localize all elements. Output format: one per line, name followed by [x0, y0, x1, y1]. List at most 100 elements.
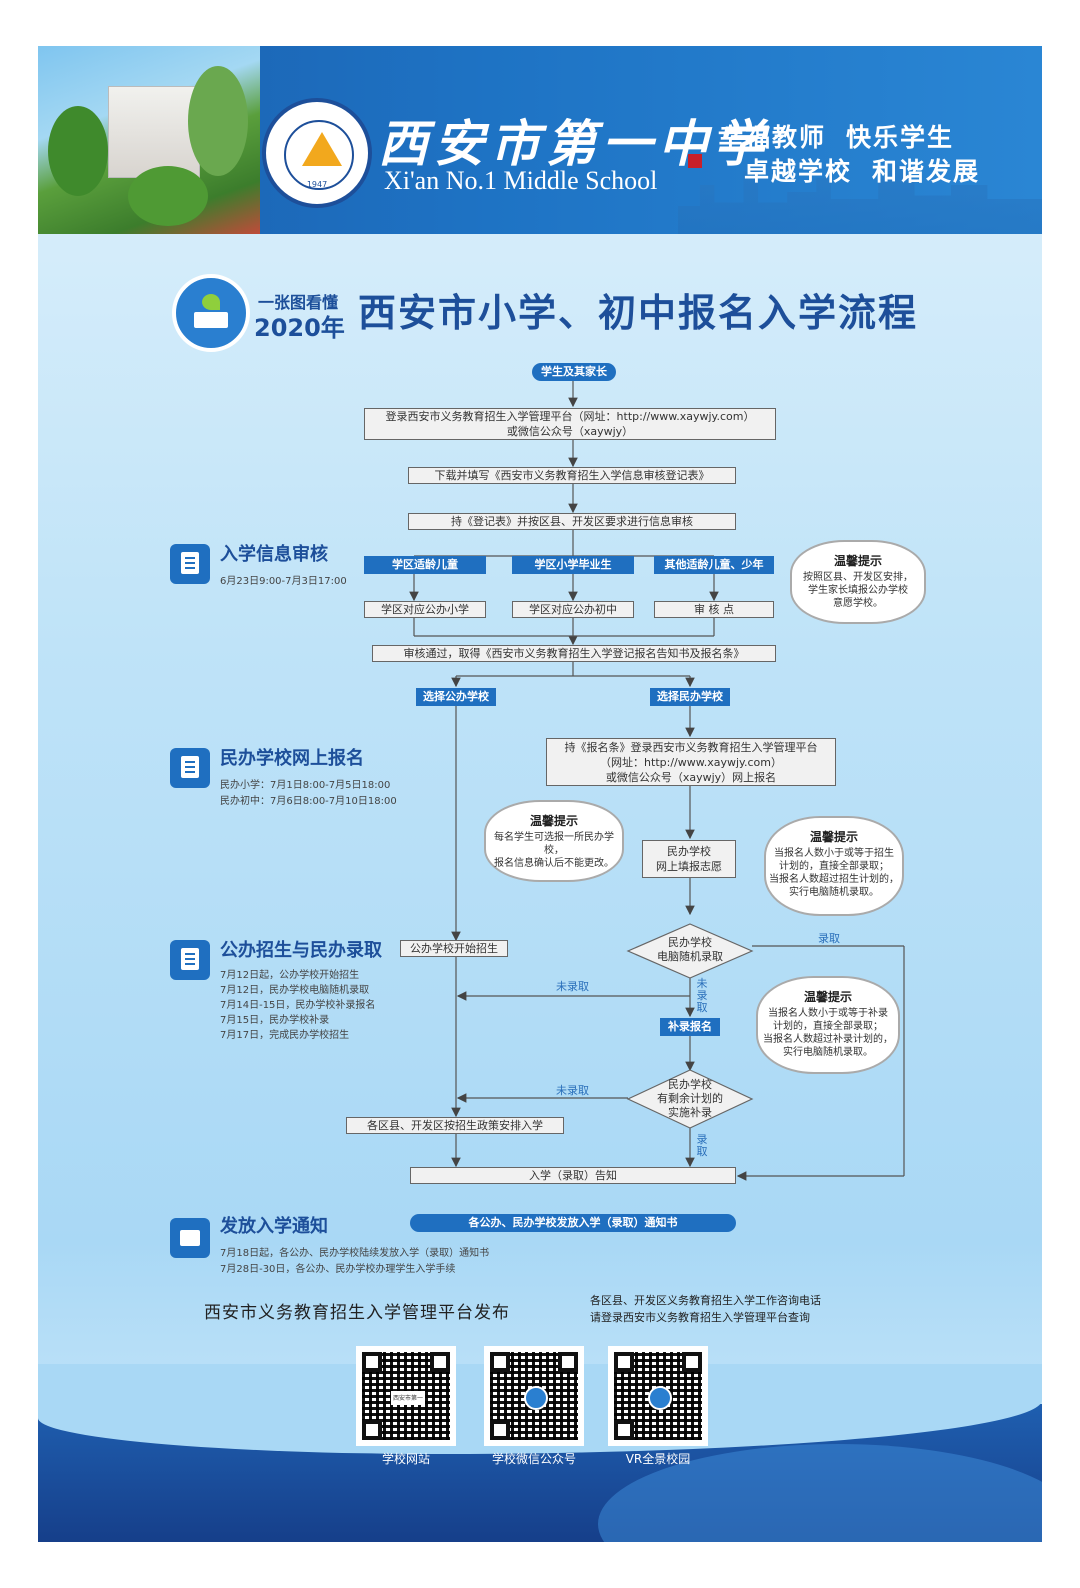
- qr-finder: [362, 1352, 382, 1372]
- seal-icon: [688, 154, 702, 168]
- title-small-line2: 2020年: [254, 314, 345, 342]
- flow-issue: 各公办、民办学校发放入学（录取）通知书: [410, 1214, 736, 1232]
- qr-center-label: 西安市第一中学: [391, 1391, 425, 1405]
- tip-cloud: 温馨提示 当报名人数小于或等于招生 计划的，直接全部录取； 当报名人数超过招生计…: [764, 816, 904, 916]
- logo-emblem-icon: [302, 132, 342, 166]
- qr-logo-icon: [524, 1386, 548, 1410]
- flow-private-login: 持《报名条》登录西安市义务教育招生入学管理平台 （网址：http://www.x…: [546, 738, 836, 786]
- section-line: 7月18日起，各公办、民办学校陆续发放入学（录取）通知书: [220, 1248, 490, 1259]
- header-banner: 1947 西安市第一中学 Xi'an No.1 Middle School 幸福…: [38, 46, 1042, 234]
- qr-pattern: 西安市第一中学: [362, 1352, 450, 1440]
- lottery-decision: [626, 923, 754, 979]
- qr-finder: [614, 1420, 634, 1440]
- document-list-icon: [170, 940, 210, 980]
- qr-finder: [490, 1352, 510, 1372]
- qr-pattern: [614, 1352, 702, 1440]
- slogan: 幸福教师: [718, 123, 827, 152]
- building-image: [108, 86, 200, 178]
- qr-code-vr[interactable]: [608, 1346, 708, 1446]
- tip-title: 温馨提示: [833, 554, 882, 568]
- section-title: 发放入学通知: [220, 1216, 328, 1237]
- tip-cloud: 温馨提示 按照区县、开发区安排， 学生家长填报公办学校 意愿学校。: [790, 540, 926, 624]
- section-line: 6月23日9:00-7月3日17:00: [220, 576, 347, 587]
- choose-private-tag: 选择民办学校: [650, 688, 730, 706]
- consult-line: 各区县、开发区义务教育招生入学工作咨询电话: [590, 1294, 821, 1307]
- supplement-tag: 补录报名: [660, 1018, 720, 1036]
- label-admitted: 录取: [818, 932, 840, 945]
- qr-finder: [362, 1420, 382, 1440]
- tree-image: [48, 106, 108, 196]
- tip-cloud: 温馨提示 当报名人数小于或等于补录 计划的，直接全部录取； 当报名人数超过补录计…: [756, 976, 900, 1074]
- slogan: 和谐发展: [872, 157, 981, 186]
- slogan: 快乐学生: [846, 123, 955, 152]
- qr-code-website[interactable]: 西安市第一中学: [356, 1346, 456, 1446]
- qr-label: VR全景校园: [625, 1452, 691, 1466]
- qr-logo-icon: [648, 1386, 672, 1410]
- flow-download: 下载并填写《西安市义务教育招生入学信息审核登记表》: [408, 467, 736, 484]
- remaining-decision: [626, 1069, 754, 1129]
- consult-line: 请登录西安市义务教育招生入学管理平台查询: [590, 1311, 810, 1324]
- tip-cloud: 温馨提示 每名学生可选报一所民办学校， 报名信息确认后不能更改。: [484, 800, 624, 882]
- section-line: 7月12日，民办学校电脑随机录取: [220, 985, 370, 996]
- tip-body: 按照区县、开发区安排， 学生家长填报公办学校 意愿学校。: [803, 572, 913, 609]
- branch-target: 学区对应公办小学: [364, 601, 486, 618]
- flow-approved: 审核通过，取得《西安市义务教育招生入学登记报名告知书及报名条》: [372, 645, 776, 662]
- consult-text: 各区县、开发区义务教育招生入学工作咨询电话 请登录西安市义务教育招生入学管理平台…: [590, 1292, 821, 1326]
- flow-public-start: 公办学校开始招生: [400, 940, 508, 957]
- section-line: 民办初中：7月6日8:00-7月10日18:00: [220, 796, 397, 807]
- section-title: 公办招生与民办录取: [220, 940, 382, 961]
- publisher-text: 西安市义务教育招生入学管理平台发布: [204, 1303, 510, 1323]
- education-logo: [172, 274, 250, 352]
- section-line: 7月28日-30日，各公办、民办学校办理学生入学手续: [220, 1264, 456, 1275]
- book-icon: [194, 312, 228, 328]
- branch-tag: 其他适龄儿童、少年: [654, 556, 774, 574]
- page-title: 西安市小学、初中报名入学流程: [358, 290, 919, 335]
- flow-private-apply: 民办学校 网上填报志愿: [642, 840, 736, 878]
- flow-district-arrange: 各区县、开发区按招生政策安排入学: [346, 1117, 564, 1134]
- document-list-icon: [170, 748, 210, 788]
- choose-public-tag: 选择公办学校: [416, 688, 496, 706]
- school-logo: 1947: [262, 98, 372, 208]
- tip-title: 温馨提示: [809, 830, 858, 844]
- flow-notice: 入学（录取）告知: [410, 1167, 736, 1184]
- envelope-check-icon: [170, 1218, 210, 1258]
- qr-pattern: [490, 1352, 578, 1440]
- label-not-admitted-vertical: 未录取: [696, 977, 708, 1014]
- logo-year: 1947: [306, 180, 328, 189]
- section-line: 7月15日，民办学校补录: [220, 1015, 330, 1026]
- tip-title: 温馨提示: [803, 990, 852, 1004]
- qr-code-wechat[interactable]: [484, 1346, 584, 1446]
- flow-login: 登录西安市义务教育招生入学管理平台（网址：http://www.xaywjy.c…: [364, 408, 776, 440]
- qr-finder: [558, 1352, 578, 1372]
- school-name-en: Xi'an No.1 Middle School: [384, 166, 658, 195]
- section-title: 入学信息审核: [220, 544, 328, 565]
- document-edit-icon: [170, 544, 210, 584]
- flowchart-connectors: [409, 380, 905, 1181]
- logo-inner-ring: [284, 120, 354, 190]
- branch-target: 学区对应公办初中: [512, 601, 634, 618]
- section-line: 7月12日起，公办学校开始招生: [220, 970, 360, 981]
- tree-image: [128, 166, 208, 226]
- tip-body: 当报名人数小于或等于补录 计划的，直接全部录取； 当报名人数超过补录计划的， 实…: [763, 1008, 893, 1058]
- lottery-label: 民办学校 电脑随机录取: [657, 936, 723, 963]
- tip-title: 温馨提示: [529, 814, 578, 828]
- branch-tag: 学区适龄儿童: [364, 556, 486, 574]
- label-admitted-vertical: 录取: [696, 1133, 708, 1158]
- tree-image: [188, 66, 248, 176]
- tip-body: 每名学生可选报一所民办学校， 报名信息确认后不能更改。: [494, 832, 614, 869]
- sprout-icon: [202, 294, 220, 310]
- qr-finder: [614, 1352, 634, 1372]
- flow-review: 持《登记表》并按区县、开发区要求进行信息审核: [408, 513, 736, 530]
- label-not-admitted: 未录取: [556, 980, 589, 993]
- qr-finder: [430, 1352, 450, 1372]
- section-line: 7月14日-15日，民办学校补录报名: [220, 1000, 376, 1011]
- section-line: 7月17日，完成民办学校招生: [220, 1030, 350, 1041]
- poster: 1947 西安市第一中学 Xi'an No.1 Middle School 幸福…: [38, 46, 1042, 1542]
- qr-finder: [490, 1420, 510, 1440]
- section-title: 民办学校网上报名: [220, 748, 364, 769]
- section-line: 民办小学：7月1日8:00-7月5日18:00: [220, 780, 391, 791]
- flow-start: 学生及其家长: [532, 363, 616, 381]
- branch-target: 审 核 点: [654, 601, 774, 618]
- campus-photo: [38, 46, 260, 234]
- qr-label: 学校微信公众号: [491, 1452, 576, 1466]
